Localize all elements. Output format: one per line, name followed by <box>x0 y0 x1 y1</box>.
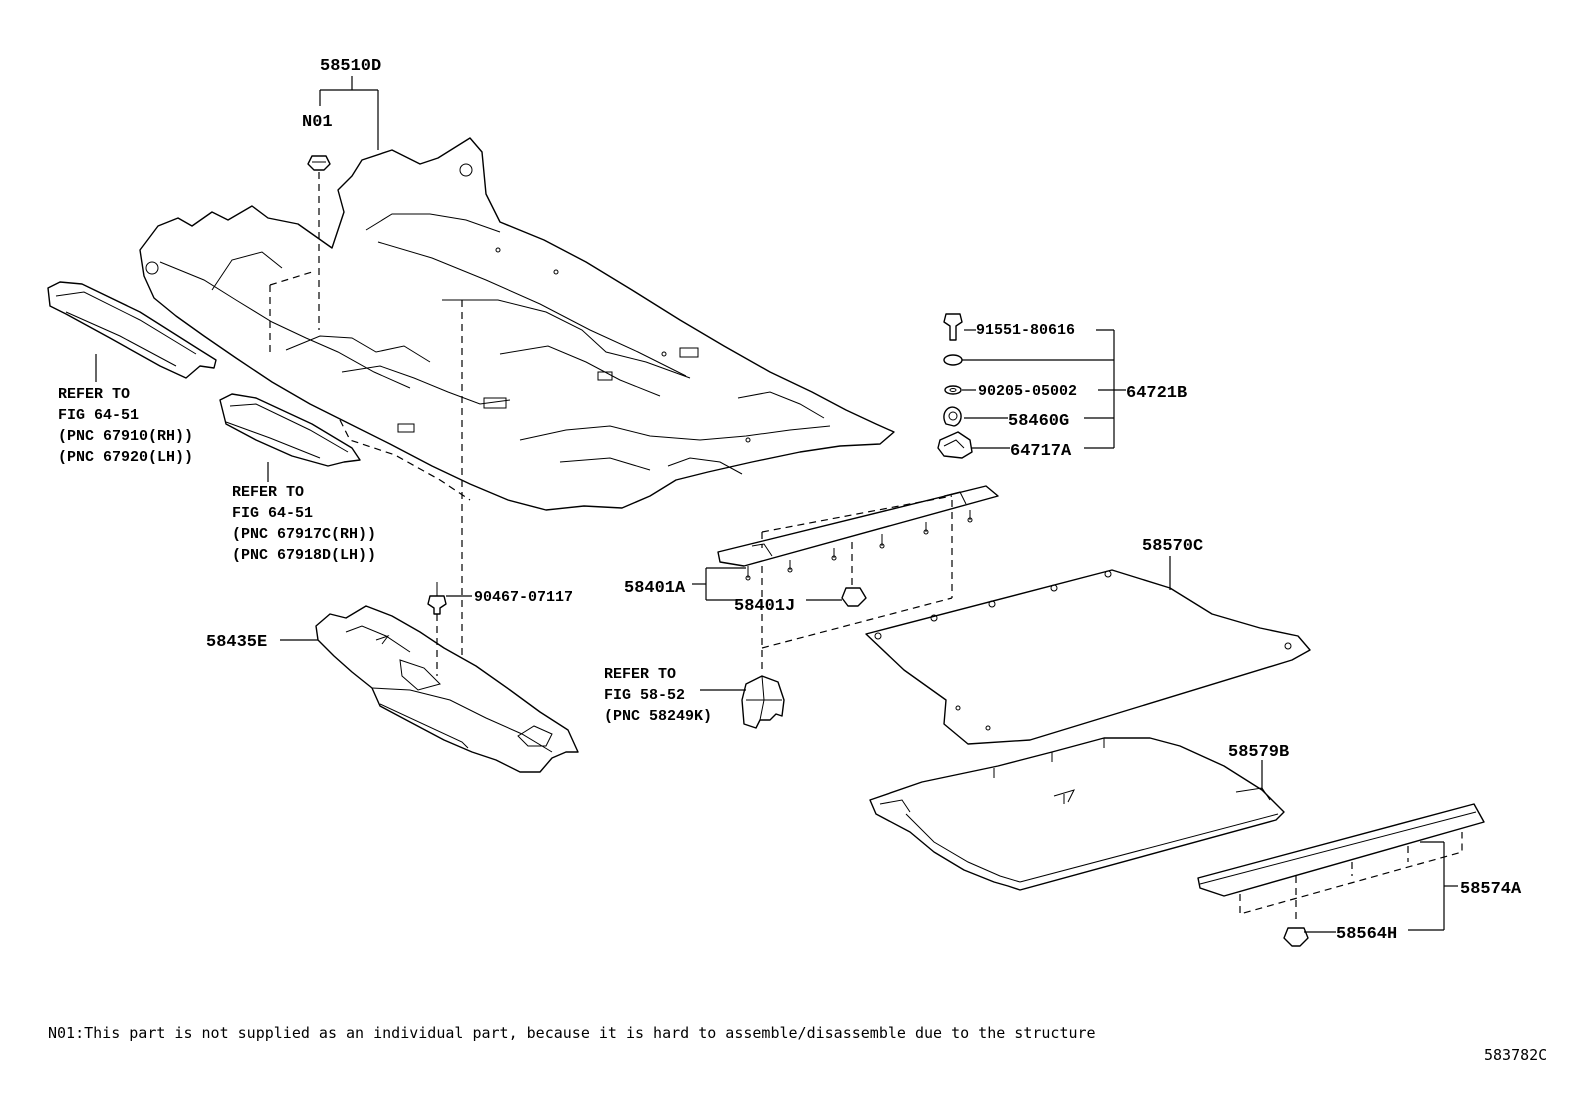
hook-58460G[interactable] <box>943 406 962 427</box>
strip-dash-top <box>761 495 953 533</box>
ref3-line-3: (PNC 58249K) <box>604 708 712 725</box>
label-58579B: 58579B <box>1228 743 1289 762</box>
label-64717A: 64717A <box>1010 442 1072 461</box>
luggage-mat-58570C[interactable] <box>865 569 1311 745</box>
carpet-edge-dash <box>339 419 471 501</box>
label-58401A: 58401A <box>624 579 686 598</box>
ref2-line-3: (PNC 67917C(RH)) <box>232 526 376 543</box>
footnote: N01:This part is not supplied as an indi… <box>48 1024 1096 1042</box>
washer-upper[interactable] <box>943 354 963 366</box>
label-58564H: 58564H <box>1336 925 1397 944</box>
guide-dash-2 <box>269 271 313 286</box>
label-64721B: 64721B <box>1126 384 1187 403</box>
clip-90467-07117[interactable] <box>427 582 447 615</box>
sill-dash <box>1239 832 1463 915</box>
clip-58401J[interactable] <box>841 587 867 607</box>
floor-carpet-58510D[interactable] <box>139 137 895 511</box>
reference-note-2: REFER TO FIG 64-51 (PNC 67917C(RH)) (PNC… <box>232 484 376 564</box>
sill-58574A[interactable] <box>1197 803 1485 897</box>
diagram-code: 583782C <box>1484 1046 1547 1064</box>
label-91551-80616: 91551-80616 <box>976 322 1075 339</box>
ref2-line-2: FIG 64-51 <box>232 505 313 522</box>
58574A-leader <box>1408 841 1458 931</box>
64721B-leaders <box>962 329 1126 449</box>
bracket-64717A[interactable] <box>937 431 973 459</box>
label-58435E: 58435E <box>206 633 267 652</box>
ref1-line-2: FIG 64-51 <box>58 407 139 424</box>
ref1-line-4: (PNC 67920(LH)) <box>58 449 193 466</box>
label-90467-07117: 90467-07117 <box>474 589 573 606</box>
bolt-91551-80616[interactable] <box>943 313 963 341</box>
label-58401J: 58401J <box>734 597 795 616</box>
label-58574A: 58574A <box>1460 880 1522 899</box>
label-58460G: 58460G <box>1008 412 1069 431</box>
reference-note-3: REFER TO FIG 58-52 (PNC 58249K) <box>604 666 712 725</box>
scuff-plate-front[interactable] <box>47 281 217 379</box>
ref1-line-3: (PNC 67910(RH)) <box>58 428 193 445</box>
clip-58564H[interactable] <box>1283 927 1309 947</box>
ref1-line-1: REFER TO <box>58 386 130 403</box>
58401A-leader <box>692 567 746 601</box>
reference-note-1: REFER TO FIG 64-51 (PNC 67910(RH)) (PNC … <box>58 386 193 466</box>
floor-strip-58401A[interactable] <box>717 485 999 581</box>
label-58510D: 58510D <box>320 57 381 76</box>
scuff-plate-rear[interactable] <box>219 393 361 467</box>
clip-N01[interactable] <box>307 155 331 171</box>
ref3-line-1: REFER TO <box>604 666 676 683</box>
label-90205-05002: 90205-05002 <box>978 383 1077 400</box>
ref2-line-1: REFER TO <box>232 484 304 501</box>
deck-board-58579B[interactable] <box>869 737 1285 891</box>
ref3-line-2: FIG 58-52 <box>604 687 685 704</box>
58510D-leader <box>319 76 379 150</box>
strip-dash-lower <box>761 597 953 649</box>
ref2-line-4: (PNC 67918D(LH)) <box>232 547 376 564</box>
bracket-58249K[interactable] <box>741 675 785 729</box>
insulator-58435E[interactable] <box>315 605 579 773</box>
label-58570C: 58570C <box>1142 537 1203 556</box>
label-N01: N01 <box>302 113 333 132</box>
washer-90205-05002[interactable] <box>944 385 962 395</box>
